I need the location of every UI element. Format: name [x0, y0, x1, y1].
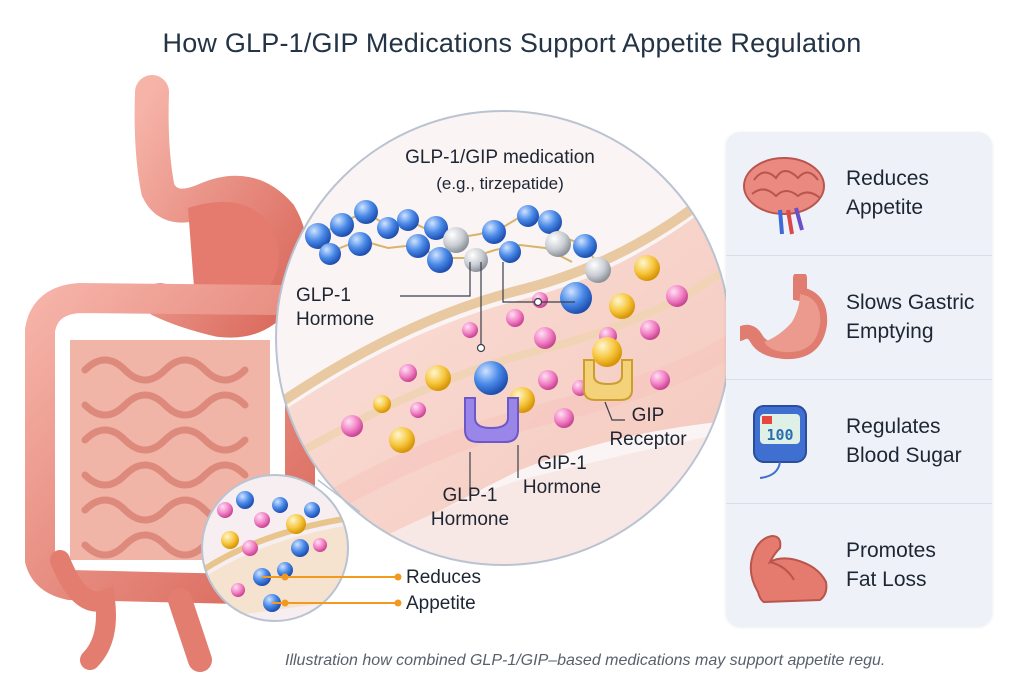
medication-label: GLP-1/GIP medication	[405, 147, 595, 168]
inset-label-appetite: Appetite	[406, 593, 476, 614]
effect-line1: Regulates	[846, 415, 941, 438]
effect-line1: Slows Gastric	[846, 291, 975, 314]
free-molecules	[341, 255, 688, 453]
effects-panel: Reduces Appetite Slows Gastric Emptying …	[726, 132, 992, 626]
leader-lines	[400, 262, 625, 497]
glp1-hormone-label-left: GLP-1 Hormone	[296, 285, 375, 330]
effect-line2: Emptying	[846, 320, 934, 343]
effect-row-regulates-blood-sugar: 100 Regulates Blood Sugar	[726, 380, 992, 504]
caption: Illustration how combined GLP-1/GIP–base…	[285, 652, 886, 669]
effect-line2: Fat Loss	[846, 568, 927, 591]
meter-reading: 100	[766, 426, 793, 444]
glp1-hormone-label-bottom: GLP-1 Hormone	[430, 485, 510, 530]
inset-label-reduces: Reduces	[406, 567, 481, 588]
effect-line2: Blood Sugar	[846, 444, 962, 467]
gip-receptor-label: GIP Receptor	[609, 405, 687, 450]
glucose-meter-icon: 100	[753, 405, 807, 479]
effect-row-slows-gastric: Slows Gastric Emptying	[726, 256, 992, 380]
inset-connectors	[262, 573, 402, 607]
glp1-receptor	[464, 361, 519, 443]
gip-receptor	[583, 337, 633, 401]
medication-example-label: (e.g., tirzepatide)	[436, 174, 564, 193]
effect-row-reduces-appetite: Reduces Appetite	[726, 132, 992, 256]
inset-circle	[201, 474, 349, 622]
effect-line1: Promotes	[846, 539, 936, 562]
leader-dots	[476, 297, 543, 353]
effect-line2: Appetite	[846, 196, 924, 219]
stomach-icon	[740, 274, 828, 360]
effect-line1: Reduces	[846, 167, 929, 190]
brain-icon	[743, 157, 825, 235]
flexed-arm-icon	[749, 534, 828, 604]
effect-row-promotes-fat-loss: Promotes Fat Loss	[726, 504, 992, 627]
gip1-hormone-label: GIP-1 Hormone	[522, 453, 602, 498]
molecule-spheres	[305, 200, 611, 314]
page-title: How GLP-1/GIP Medications Support Appeti…	[162, 28, 862, 58]
